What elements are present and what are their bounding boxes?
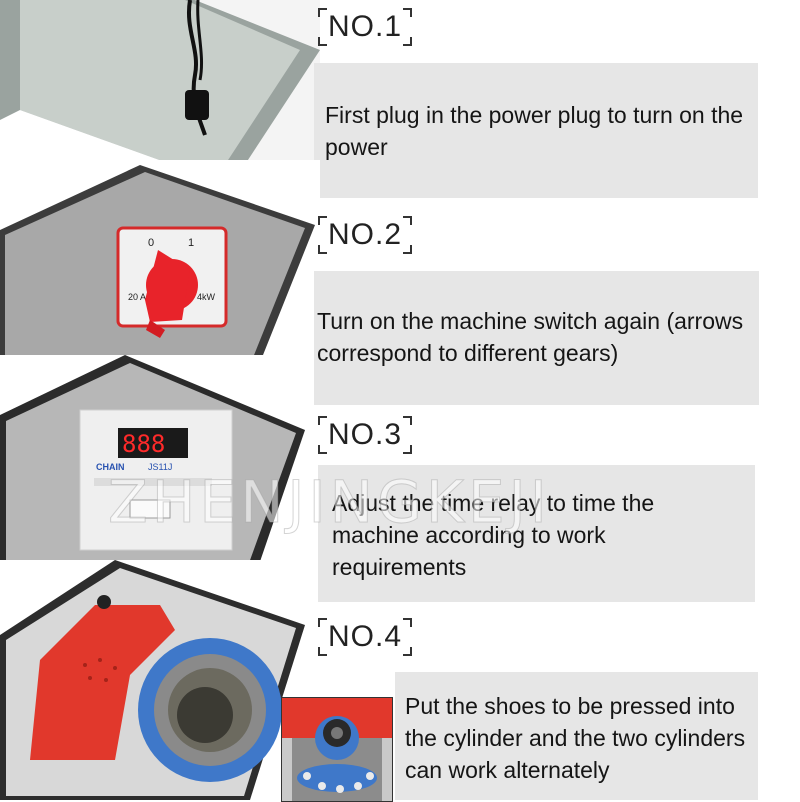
step-1-tag-text: NO.1 bbox=[328, 10, 403, 43]
step-3-text: Adjust the time relay to time the machin… bbox=[332, 490, 655, 580]
switch-on-label: 1 bbox=[188, 237, 194, 249]
step-2-tag: NO.2 bbox=[318, 216, 413, 254]
switch-power-label: 4kW bbox=[197, 292, 216, 302]
switch-off-label: 0 bbox=[148, 237, 154, 249]
step-1-text: First plug in the power plug to turn on … bbox=[325, 102, 744, 160]
step-2-tag-text: NO.2 bbox=[328, 218, 403, 251]
step-4-tag: NO.4 bbox=[318, 618, 413, 656]
step-1-tag: NO.1 bbox=[318, 8, 413, 46]
step-4-description: Put the shoes to be pressed into the cyl… bbox=[395, 672, 758, 800]
step-3-tag: NO.3 bbox=[318, 416, 413, 454]
step-4-tag-text: NO.4 bbox=[328, 620, 403, 653]
step-3-description: Adjust the time relay to time the machin… bbox=[318, 465, 755, 602]
photo-time-relay: 888 CHAIN JS11J bbox=[0, 355, 310, 620]
step-3-tag-text: NO.3 bbox=[328, 418, 403, 451]
step-2-description: Turn on the machine switch again (arrows… bbox=[314, 271, 759, 405]
switch-current-label: 20 A bbox=[128, 292, 146, 302]
relay-model: JS11J bbox=[148, 462, 172, 472]
relay-display: 888 bbox=[122, 430, 165, 458]
step-4-text: Put the shoes to be pressed into the cyl… bbox=[405, 693, 746, 783]
photo-press-cylinder bbox=[0, 560, 310, 800]
step-2-text: Turn on the machine switch again (arrows… bbox=[317, 308, 744, 366]
step-1-description: First plug in the power plug to turn on … bbox=[314, 63, 758, 198]
relay-brand: CHAIN bbox=[96, 462, 125, 472]
photo-cylinder-closeup bbox=[281, 697, 393, 802]
